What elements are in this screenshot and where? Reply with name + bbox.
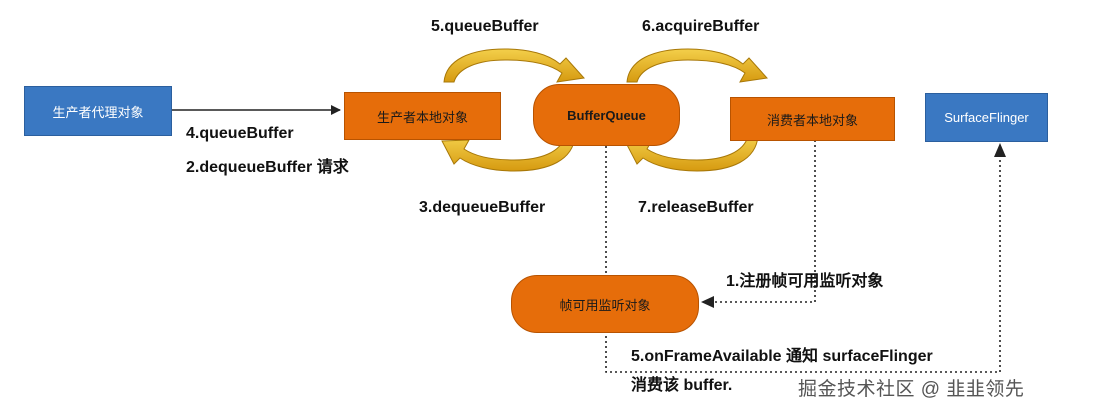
edge-label-consume-buffer: 消费该 buffer.: [631, 377, 733, 394]
consumer-local-label: 消费者本地对象: [766, 112, 858, 128]
acquire-buffer-curved-arrow: [626, 48, 768, 83]
queue-buffer-curved-arrow: [443, 48, 585, 83]
surfaceflinger-arrowhead: [994, 143, 1006, 157]
on-frame-available-dotted-line: [605, 146, 1001, 373]
watermark-text: 掘金技术社区 @ 韭韭领先: [798, 379, 1025, 400]
surfaceflinger-label: SurfaceFlinger: [944, 110, 1029, 125]
edge-label-on-frame-available: 5.onFrameAvailable 通知 surfaceFlinger: [631, 348, 933, 365]
producer-proxy-label: 生产者代理对象: [52, 104, 144, 120]
bufferqueue-label: BufferQueue: [567, 107, 646, 123]
edge-label-dequeue-buffer-request: 2.dequeueBuffer 请求: [186, 159, 349, 176]
edge-label-queue-buffer-top: 5.queueBuffer: [431, 18, 539, 35]
edge-label-queue-buffer-left: 4.queueBuffer: [186, 125, 294, 142]
producer-proxy-node: 生产者代理对象: [24, 86, 172, 136]
dequeue-buffer-curved-arrow: [441, 135, 576, 172]
edge-label-dequeue-buffer: 3.dequeueBuffer: [419, 199, 546, 216]
register-listener-dotted-line: [715, 140, 816, 303]
frame-listener-label: 帧可用监听对象: [559, 297, 651, 313]
producer-local-node: 生产者本地对象: [344, 92, 501, 140]
frame-listener-node: 帧可用监听对象: [511, 275, 699, 333]
producer-local-label: 生产者本地对象: [376, 109, 468, 125]
register-listener-arrowhead: [701, 296, 714, 308]
edge-label-acquire-buffer: 6.acquireBuffer: [642, 18, 760, 35]
edge-label-release-buffer: 7.releaseBuffer: [638, 199, 754, 216]
edge-label-register-listener: 1.注册帧可用监听对象: [726, 273, 884, 290]
consumer-local-node: 消费者本地对象: [730, 97, 895, 141]
surfaceflinger-node: SurfaceFlinger: [925, 93, 1048, 142]
bufferqueue-node: BufferQueue: [533, 84, 680, 146]
